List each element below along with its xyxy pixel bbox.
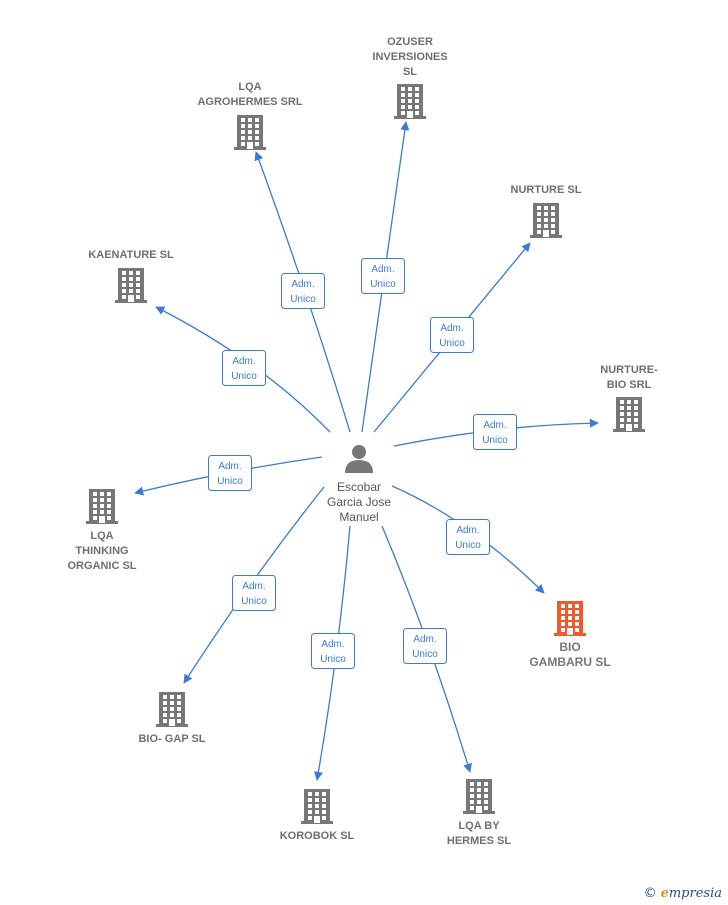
edge-label-korobok[interactable]: Adm. Unico <box>311 633 355 669</box>
edge-label-box <box>430 317 474 353</box>
edge-label-lqa-by-hermes[interactable]: Adm. Unico <box>403 628 447 664</box>
company-label-line: THINKING <box>75 545 128 557</box>
edge-label-line: Unico <box>412 649 438 660</box>
company-node-lqa-agrohermes[interactable]: LQA AGROHERMES SRL <box>197 81 303 150</box>
company-node-nurture-bio[interactable]: NURTURE- BIO SRL <box>600 364 658 432</box>
building-icon <box>394 84 426 119</box>
company-label-line: LQA <box>238 81 261 93</box>
edge-label-nurture-bio[interactable]: Adm. Unico <box>473 414 517 450</box>
edge-label-line: Adm. <box>291 279 314 290</box>
building-icon <box>234 115 266 150</box>
company-label-line: SL <box>403 66 417 78</box>
edge-label-line: Adm. <box>413 634 436 645</box>
edge-label-line: Unico <box>482 435 508 446</box>
edge-label-box <box>222 350 266 386</box>
company-label-line: BIO SRL <box>607 379 652 391</box>
company-node-bio-gap[interactable]: BIO- GAP SL <box>138 692 206 745</box>
edge-label-line: Unico <box>241 596 267 607</box>
company-node-korobok[interactable]: KOROBOK SL <box>280 789 355 842</box>
building-icon <box>301 789 333 824</box>
edge-label-box <box>361 258 405 294</box>
company-label-line: NURTURE- <box>600 364 658 376</box>
company-label-line: BIO- GAP SL <box>138 733 205 745</box>
edge-label-line: Unico <box>290 294 316 305</box>
edge-labels-layer: Adm.UnicoAdm.UnicoAdm.UnicoAdm.UnicoAdm.… <box>208 258 517 669</box>
edges-layer <box>134 121 599 781</box>
person-name-line: Garcia Jose <box>327 495 391 509</box>
person-icon <box>345 445 373 473</box>
edge-label-box <box>281 273 325 309</box>
company-node-kaenature[interactable]: KAENATURE SL <box>88 249 174 303</box>
company-node-nurture[interactable]: NURTURE SL <box>511 184 582 238</box>
building-icon <box>156 692 188 727</box>
edge-label-box <box>473 414 517 450</box>
edge-label-line: Adm. <box>242 581 265 592</box>
person-name-line: Escobar <box>337 480 381 494</box>
edge-label-nurture[interactable]: Adm. Unico <box>430 317 474 353</box>
edge-label-bio-gambaru[interactable]: Adm. Unico <box>446 519 490 555</box>
copyright-symbol: © <box>643 886 657 901</box>
edge-label-box <box>311 633 355 669</box>
edge-label-box <box>232 575 276 611</box>
edge-label-line: Adm. <box>218 461 241 472</box>
edge-label-kaenature[interactable]: Adm. Unico <box>222 350 266 386</box>
edge-label-line: Adm. <box>483 420 506 431</box>
edge-label-bio-gap[interactable]: Adm. Unico <box>232 575 276 611</box>
edge-label-line: Unico <box>370 279 396 290</box>
building-icon <box>463 779 495 814</box>
nodes-layer: OZUSER INVERSIONES SL LQA AGROHERMES SRL NURT… <box>67 36 658 847</box>
building-icon <box>86 489 118 524</box>
edge-label-line: Unico <box>217 476 243 487</box>
brand-initial: e <box>660 886 669 901</box>
company-node-lqa-by-hermes[interactable]: LQA BY HERMES SL <box>447 779 511 847</box>
edge-label-line: Adm. <box>232 356 255 367</box>
edge-label-line: Adm. <box>371 264 394 275</box>
edge-label-box <box>446 519 490 555</box>
building-icon <box>613 397 645 432</box>
brand-name: mpresia <box>668 886 722 901</box>
company-label-line: LQA <box>90 530 113 542</box>
company-label-line: INVERSIONES <box>372 51 447 63</box>
edge-label-line: Unico <box>439 338 465 349</box>
building-icon <box>530 203 562 238</box>
company-label-line: KAENATURE SL <box>88 249 174 261</box>
company-node-lqa-thinking[interactable]: LQA THINKING ORGANIC SL <box>67 489 137 572</box>
edge-label-lqa-thinking[interactable]: Adm. Unico <box>208 455 252 491</box>
edge-label-box <box>403 628 447 664</box>
company-label-line: LQA BY <box>458 820 500 832</box>
edge-label-lqa-agrohermes[interactable]: Adm. Unico <box>281 273 325 309</box>
building-icon <box>554 601 586 636</box>
company-label-line: OZUSER <box>387 36 433 48</box>
company-label-line: NURTURE SL <box>511 184 582 196</box>
company-label-line: KOROBOK SL <box>280 830 355 842</box>
company-label-line: BIO <box>559 640 580 654</box>
company-label-line: GAMBARU SL <box>529 655 610 669</box>
edge-label-line: Unico <box>231 371 257 382</box>
edge-label-line: Unico <box>320 654 346 665</box>
brand-logo: ©empresia <box>644 886 722 901</box>
edge-label-box <box>208 455 252 491</box>
edge-label-line: Unico <box>455 540 481 551</box>
company-label-line: AGROHERMES SRL <box>197 96 302 108</box>
edge-label-ozuser[interactable]: Adm. Unico <box>361 258 405 294</box>
company-label-line: ORGANIC SL <box>67 560 136 572</box>
company-node-ozuser[interactable]: OZUSER INVERSIONES SL <box>372 36 448 119</box>
edge-label-line: Adm. <box>456 525 479 536</box>
edge-label-line: Adm. <box>321 639 344 650</box>
person-name-line: Manuel <box>339 510 378 524</box>
building-icon <box>115 268 147 303</box>
company-label-line: HERMES SL <box>447 835 511 847</box>
edge-label-line: Adm. <box>440 323 463 334</box>
